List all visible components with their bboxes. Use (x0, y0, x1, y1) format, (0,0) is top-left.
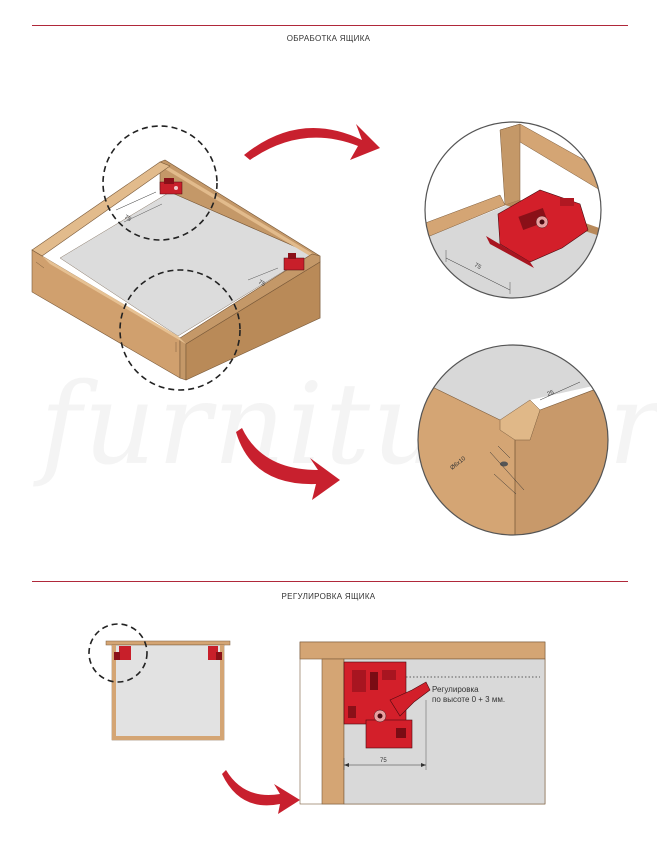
top-divider (32, 25, 628, 26)
dim-detail-offset: 75 (473, 262, 482, 271)
arrow-to-detail-top (244, 124, 380, 160)
callout-circle-front (119, 269, 241, 391)
callout-circle-back (102, 125, 218, 241)
lock-back-left (159, 178, 183, 195)
adjustment-lock-part (343, 661, 431, 749)
detail-front-hole: 25 Ø6х10 (417, 344, 609, 536)
callout-circle-adjust (88, 623, 148, 683)
arrow-to-detail-bottom (236, 428, 340, 500)
adjustment-side-view: Регулировка по высоте 0 + 3 мм. 75 (299, 641, 546, 805)
dim-box-front: 75 (123, 214, 132, 223)
drawer-isometric: 75 75 (31, 159, 321, 381)
section-title-processing: ОБРАБОТКА ЯЩИКА (286, 34, 371, 43)
adjustment-note-line2: по высоте 0 + 3 мм. (432, 695, 505, 704)
lock-front-right (208, 646, 222, 660)
section-title-adjustment: РЕГУЛИРОВКА ЯЩИКА (281, 592, 376, 601)
dim-side-view-offset: 75 (380, 758, 387, 764)
lock-detail-part (486, 189, 589, 268)
drawer-front-view (105, 640, 231, 741)
dim-box-side: 75 (257, 279, 266, 288)
dim-hole-offset: 25 (547, 390, 556, 398)
detail-lock-mount: 75 (424, 121, 602, 299)
lock-back-right (283, 253, 305, 271)
arrow-to-side-view (222, 770, 300, 814)
adjustment-note-line1: Регулировка (432, 685, 479, 694)
middle-divider (32, 581, 628, 582)
lock-front-left (114, 646, 131, 660)
